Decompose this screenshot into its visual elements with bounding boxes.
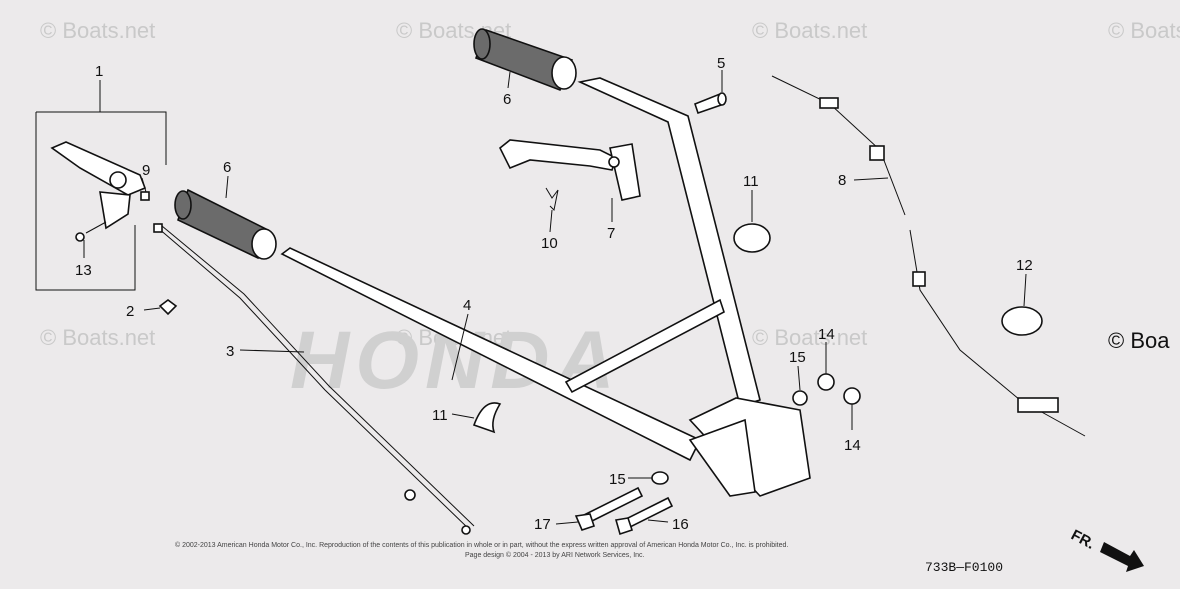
cable-band-11[interactable] xyxy=(733,223,771,253)
callout-6-right: 6 xyxy=(503,91,511,108)
front-direction-indicator: FR. xyxy=(1068,527,1144,572)
front-arrow-icon xyxy=(1100,542,1144,572)
callout-1: 1 xyxy=(95,63,103,80)
callout-16: 16 xyxy=(672,516,689,533)
bolt-part-17[interactable] xyxy=(574,486,644,531)
copyright-line-2: Page design © 2004 - 2013 by ARI Network… xyxy=(465,551,645,559)
copyright-line-1: © 2002-2013 American Honda Motor Co., In… xyxy=(175,541,788,549)
clip-part-10[interactable] xyxy=(545,187,559,212)
callout-11-upper: 11 xyxy=(743,173,759,190)
callout-13: 13 xyxy=(75,262,92,279)
grip-right[interactable] xyxy=(473,28,577,92)
watermark-7: © Boats.net xyxy=(752,325,867,350)
grip-left[interactable] xyxy=(174,188,277,260)
callout-15-upper: 15 xyxy=(789,349,806,366)
washer-15-lower[interactable] xyxy=(651,471,669,485)
callout-10: 10 xyxy=(541,235,558,252)
clip-part-2[interactable] xyxy=(158,299,178,316)
brake-cable[interactable] xyxy=(771,75,1086,437)
throttle-cable[interactable] xyxy=(153,223,475,535)
watermark-5: © Boats.net xyxy=(40,325,155,350)
leader-lines xyxy=(83,70,1027,525)
callout-7: 7 xyxy=(607,225,615,242)
callout-4: 4 xyxy=(463,297,471,314)
callout-5: 5 xyxy=(717,55,725,72)
lever-assembly-box xyxy=(35,80,167,291)
handlebar-frame[interactable] xyxy=(280,77,811,497)
callout-14-upper: 14 xyxy=(818,326,835,343)
callout-3: 3 xyxy=(226,343,234,360)
callout-2: 2 xyxy=(126,303,134,320)
callout-14-lower: 14 xyxy=(844,437,861,454)
watermark-1: © Boats.net xyxy=(40,18,155,43)
callout-9: 9 xyxy=(142,162,150,179)
watermark-3: © Boats.net xyxy=(752,18,867,43)
callout-12: 12 xyxy=(1016,257,1033,274)
nut-part-9[interactable] xyxy=(140,191,150,201)
watermark-8: © Boa xyxy=(1108,328,1170,353)
watermark-4: © Boats.net xyxy=(1108,18,1180,43)
callout-15-lower: 15 xyxy=(609,471,626,488)
washer-15-upper[interactable] xyxy=(792,390,808,406)
callout-8: 8 xyxy=(838,172,846,189)
nut-14-upper[interactable] xyxy=(817,373,835,391)
bolt-part-5[interactable] xyxy=(694,92,727,115)
diagram-code: 733B—F0100 xyxy=(925,560,1003,575)
bolt-part-16[interactable] xyxy=(614,496,674,536)
callout-6-left: 6 xyxy=(223,159,231,176)
callout-11-lower: 11 xyxy=(432,407,448,424)
brake-lever[interactable] xyxy=(498,139,641,201)
throttle-lever[interactable] xyxy=(50,141,147,242)
front-label: FR. xyxy=(1068,527,1097,553)
cable-clip-11[interactable] xyxy=(472,402,502,434)
callout-17: 17 xyxy=(534,516,551,533)
cable-band-12[interactable] xyxy=(1001,306,1043,336)
nut-14-lower[interactable] xyxy=(843,387,861,405)
